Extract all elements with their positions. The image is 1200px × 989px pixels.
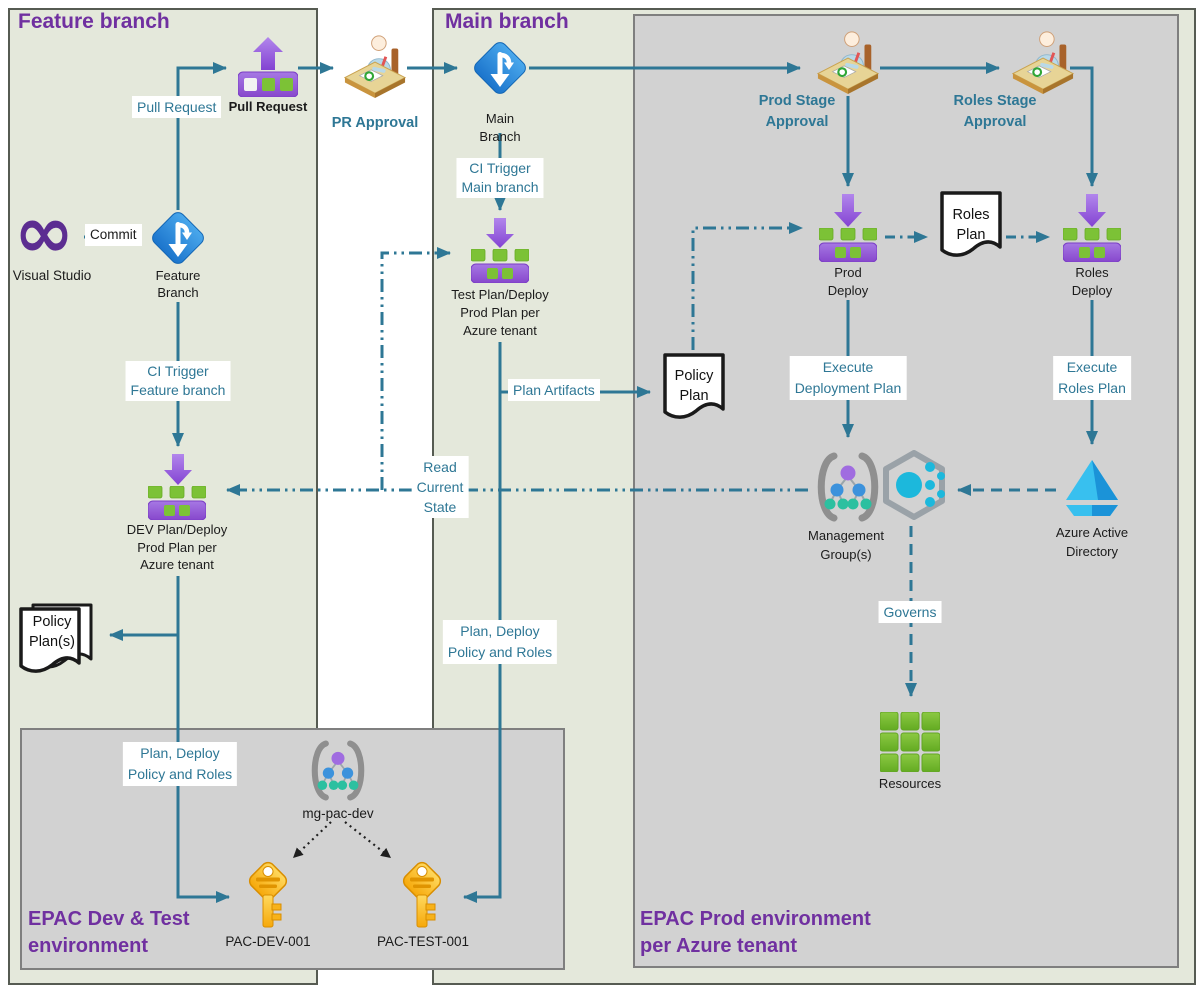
mg-pac-dev-icon: [305, 740, 371, 801]
ci-trigger-feature-label: CI Trigger Feature branch: [125, 361, 231, 401]
visual-studio-label: Visual Studio: [12, 268, 92, 283]
pac-test-key-icon: [397, 860, 449, 932]
feature-branch-git-icon: [149, 209, 207, 267]
main-branch-node-label: Main Branch: [479, 111, 521, 144]
azure-resource-hexagon-icon: [882, 450, 960, 528]
plan-artifacts-label: Plan Artifacts: [508, 379, 600, 401]
pac-dev-label: PAC-DEV-001: [225, 934, 311, 949]
ci-trigger-main-label: CI Trigger Main branch: [456, 158, 544, 198]
pull-request-node-label: Pull Request: [228, 99, 308, 114]
prod-stage-approval-label: Prod Stage Approval: [758, 93, 836, 130]
prod-deploy-label: Prod Deploy: [827, 265, 869, 298]
plan-deploy-policy-roles-main-label: Plan, Deploy Policy and Roles: [442, 620, 558, 664]
pr-approval-label: PR Approval: [331, 115, 419, 131]
main-branch-git-icon: [471, 39, 529, 97]
plan-deploy-policy-roles-dev-label: Plan, Deploy Policy and Roles: [122, 742, 238, 786]
governs-label: Governs: [878, 601, 942, 623]
edge-mgpacdev-to-pactest-dotted: [344, 821, 392, 859]
commit-edge-label: Commit: [85, 224, 142, 246]
resources-grid-icon: [880, 712, 940, 772]
management-groups-label: Management Group(s): [808, 528, 884, 562]
purple-arrow-ci-feature-icon: [164, 454, 192, 485]
edge-dev-to-pacdev: [176, 576, 230, 903]
execute-deployment-plan-label: Execute Deployment Plan: [789, 356, 907, 400]
execute-roles-plan-label: Execute Roles Plan: [1053, 356, 1131, 400]
feature-branch-title: Feature branch: [18, 10, 170, 33]
dev-plan-deploy-label: DEV Plan/Deploy Prod Plan per Azure tena…: [126, 522, 228, 572]
roles-deploy-label: Roles Deploy: [1071, 265, 1113, 298]
pac-dev-key-icon: [243, 860, 295, 932]
epac-dev-test-container: [20, 728, 565, 970]
edge-featurebranch-to-pullrequest: [176, 62, 227, 210]
edge-mgpacdev-to-pacdev-dotted: [292, 821, 332, 859]
pull-request-pipeline-icon: [238, 37, 298, 97]
purple-arrow-roles-deploy-icon: [1078, 194, 1106, 227]
purple-arrow-ci-main-icon: [486, 218, 514, 248]
read-current-state-label: Read Current State: [411, 456, 469, 518]
edge-read-state-to-testplan: [380, 247, 451, 490]
policy-plans-doc-label: Policy Plan(s): [29, 614, 75, 650]
prod-deploy-pipeline-icon: [819, 228, 877, 262]
edge-policyplan-to-proddeploy: [691, 222, 803, 350]
epac-prod-title: EPAC Prod environment per Azure tenant: [640, 908, 871, 957]
test-plan-deploy-label: Test Plan/Deploy Prod Plan per Azure ten…: [451, 287, 549, 338]
management-group-icon: [810, 452, 886, 522]
prod-stage-approval-desk-icon: [816, 28, 880, 94]
roles-plan-doc-label: Roles Plan: [952, 207, 990, 243]
main-branch-title: Main branch: [445, 10, 569, 33]
edge-rolesstage-to-rolesdeploy: [1070, 66, 1098, 187]
roles-stage-approval-desk-icon: [1011, 28, 1075, 94]
resources-label: Resources: [878, 776, 942, 791]
visual-studio-infinity-icon: ∞: [14, 190, 74, 274]
pr-approval-desk-icon: [343, 32, 407, 98]
dev-plan-deploy-pipeline-icon: [148, 486, 206, 520]
purple-arrow-prod-deploy-icon: [834, 194, 862, 227]
epac-dev-test-title: EPAC Dev & Test environment: [28, 908, 190, 957]
policy-plan-doc-label: Policy Plan: [674, 368, 714, 404]
roles-deploy-pipeline-icon: [1063, 228, 1121, 262]
test-plan-deploy-pipeline-icon: [471, 249, 529, 283]
pull-request-edge-label: Pull Request: [132, 96, 222, 118]
mg-pac-dev-label: mg-pac-dev: [302, 806, 374, 821]
feature-branch-node-label: Feature Branch: [155, 268, 201, 300]
roles-stage-approval-label: Roles Stage Approval: [953, 93, 1037, 130]
edge-main-to-pactest: [463, 342, 502, 903]
azure-ad-label: Azure Active Directory: [1055, 525, 1129, 559]
azure-ad-pyramid-icon: [1060, 458, 1124, 520]
pac-test-label: PAC-TEST-001: [376, 934, 470, 949]
